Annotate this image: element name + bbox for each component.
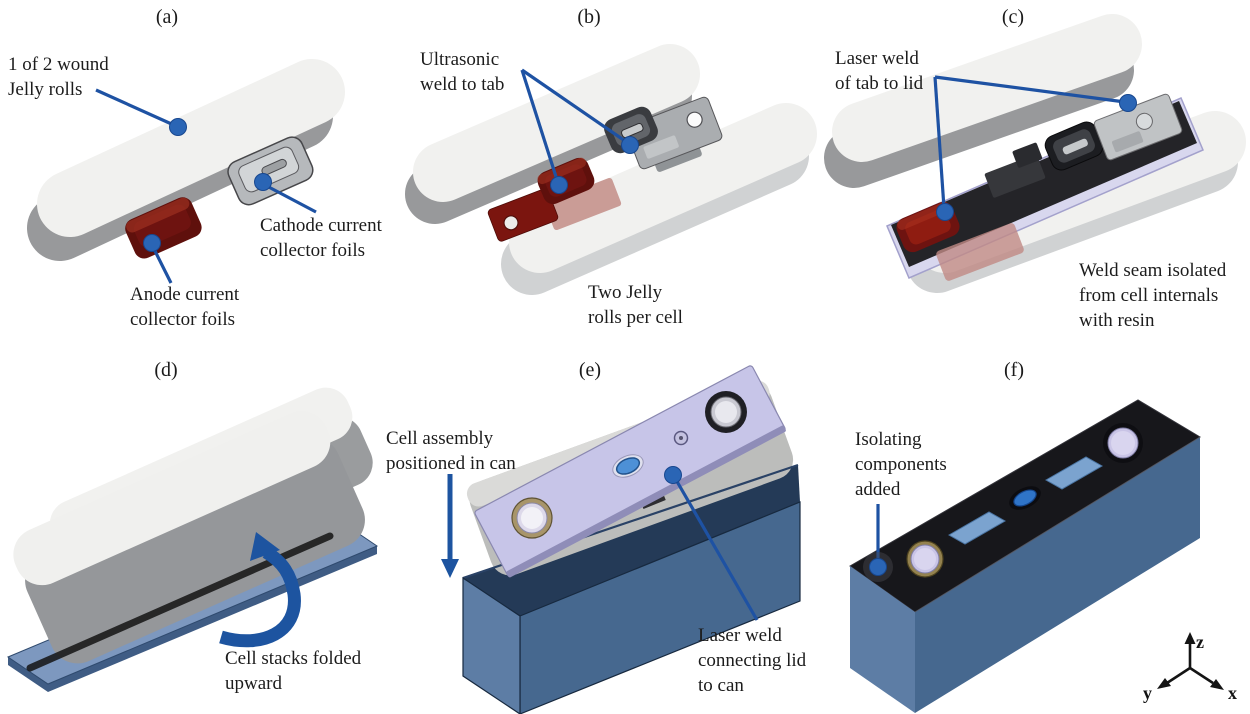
leader-dot-lid-weld — [664, 466, 682, 484]
negative-terminal — [511, 497, 553, 539]
leader-cathode — [262, 182, 317, 214]
annotation-laser-weld-lid: Laser weld of tab to lid — [835, 48, 924, 94]
isolating-plate-left — [947, 511, 1007, 545]
fill-port — [673, 430, 689, 446]
insert-arrow-head — [441, 559, 459, 578]
z-axis-label: z — [1196, 632, 1204, 652]
cathode-lid-plate — [1093, 93, 1183, 161]
z-axis-arrowhead — [1184, 632, 1196, 644]
leader-jelly-roll — [95, 88, 177, 128]
caption-weld-seam: Weld seam isolated from cell internals w… — [1079, 260, 1227, 331]
jelly-roll-top — [37, 59, 345, 237]
coordinate-axes — [1157, 632, 1224, 690]
can-interior — [463, 465, 800, 616]
leader-weld-cathode — [521, 68, 629, 145]
cathode-tab — [227, 136, 314, 206]
front-cell-stack — [13, 411, 365, 664]
panel-label-d: (d) — [154, 359, 178, 381]
leader-laser-weld-left — [933, 76, 946, 209]
leader-dot-weld-cathode — [621, 136, 639, 154]
x-axis-label: x — [1228, 683, 1237, 703]
y-axis-arrowhead — [1157, 678, 1171, 689]
leader-lid-weld — [673, 477, 759, 621]
leader-weld-anode — [520, 69, 560, 184]
y-axis-label: y — [1143, 683, 1152, 703]
negative-terminal — [906, 540, 944, 578]
positive-terminal — [1103, 423, 1143, 463]
cell-front-face — [915, 437, 1200, 713]
panel-label-c: (c) — [1001, 6, 1025, 28]
isolating-plate-right — [1044, 456, 1104, 490]
leader-dot-isolating — [869, 558, 887, 576]
caption-cell-stacks-folded: Cell stacks folded upward — [225, 648, 362, 694]
annotation-isolating-components: Isolating components added — [855, 429, 947, 500]
upper-jelly-roll-top — [832, 14, 1142, 162]
panel-label-b: (b) — [577, 6, 601, 28]
panel-label-a: (a) — [155, 6, 179, 28]
x-axis-line — [1189, 666, 1214, 685]
top-edge-highlight — [914, 436, 1201, 613]
panel-label-e: (e) — [578, 359, 602, 381]
leader-dot-laser-weld-right — [1119, 94, 1137, 112]
leader-dot-laser-weld-left — [936, 203, 954, 221]
can-left-face — [462, 576, 521, 714]
leader-dot-anode — [143, 234, 161, 252]
vent-valve — [1009, 486, 1041, 510]
leader-dot-jelly-roll — [169, 118, 187, 136]
leader-laser-weld-right — [934, 75, 1126, 104]
panel-b-illustration — [405, 44, 817, 295]
panel-d-illustration — [6, 387, 379, 692]
y-axis-line — [1166, 666, 1191, 685]
positive-terminal — [705, 391, 747, 433]
annotation-jelly-rolls: 1 of 2 wound Jelly rolls — [8, 54, 109, 100]
leader-dot-cathode — [254, 173, 272, 191]
anode-tab-plate-overlap — [544, 177, 622, 231]
fold-arrow-head — [250, 532, 280, 561]
x-axis-arrowhead — [1210, 679, 1224, 690]
panel-a-illustration — [27, 59, 345, 284]
annotation-cathode-foils: Cathode current collector foils — [260, 215, 382, 261]
fold-arrow-tail — [219, 546, 301, 648]
panel-c-illustration — [824, 14, 1246, 293]
lower-jelly-roll-top — [509, 103, 817, 273]
annotation-anode-foils: Anode current collector foils — [130, 284, 240, 330]
lid-center-blocks — [984, 142, 1046, 198]
panel-label-f: (f) — [1004, 359, 1024, 381]
cathode-weld-tab — [1044, 121, 1104, 171]
annotation-ultrasonic-weld: Ultrasonic weld to tab — [420, 49, 505, 95]
leader-dot-weld-anode — [550, 176, 568, 194]
annotation-cell-assembly: Cell assembly positioned in can — [386, 428, 516, 474]
vent-valve — [612, 454, 644, 478]
cell-left-face — [850, 566, 915, 713]
annotation-laser-weld-can: Laser weld connecting lid to can — [698, 625, 807, 696]
panel-f-illustration: z y x — [849, 399, 1237, 713]
anode-foil-ghost — [936, 223, 1024, 281]
panel-e-illustration — [441, 365, 801, 714]
upper-jelly-roll-top — [413, 44, 700, 202]
caption-two-jelly-rolls: Two Jelly rolls per cell — [588, 282, 683, 328]
